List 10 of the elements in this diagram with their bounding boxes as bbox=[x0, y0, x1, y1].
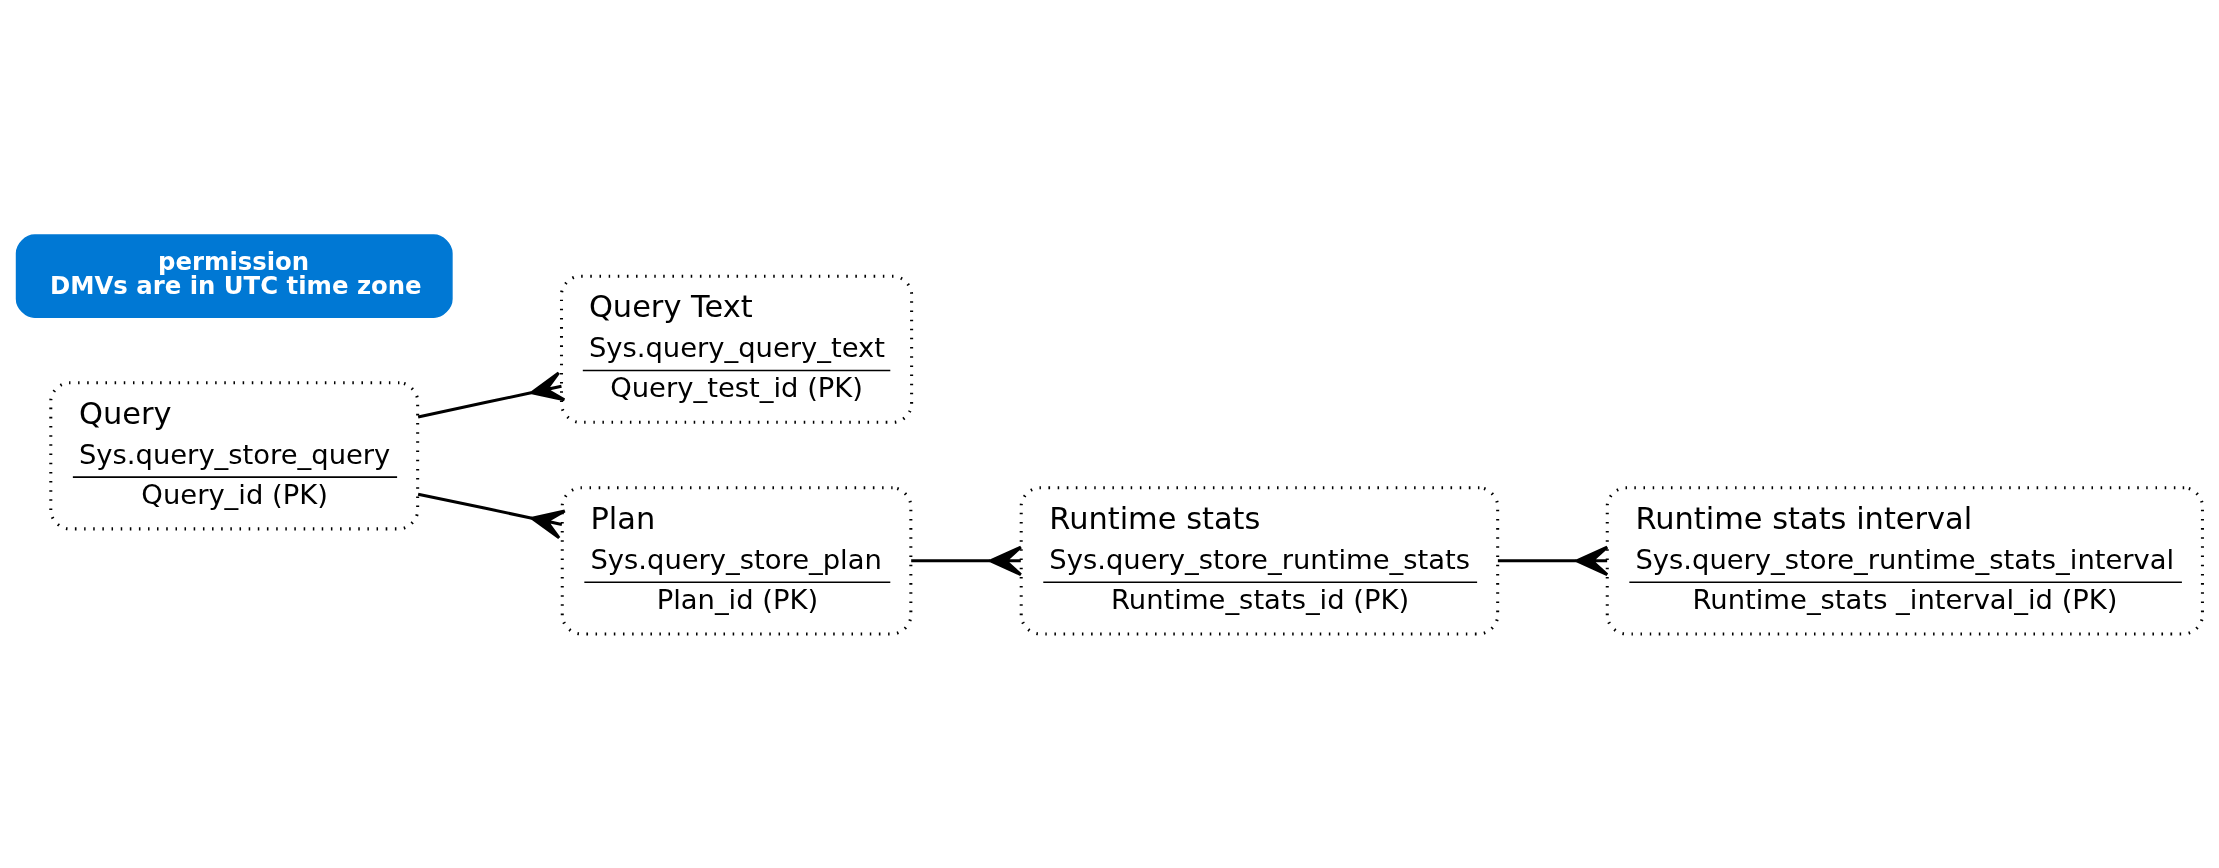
node-box: Plan Sys.query_store_plan Plan_id (PK) bbox=[560, 485, 913, 635]
node-box: Query Text Sys.query_query_text Query_test_id (PK) bbox=[560, 274, 914, 424]
node-box: Runtime stats interval Sys.query_store_runtime_stats_interval Runtime_stats _interval_id (PK) bbox=[1605, 485, 2204, 635]
node-box: Query Sys.query_store_query Query_id (PK) bbox=[49, 380, 420, 530]
connector bbox=[417, 370, 566, 418]
connector bbox=[417, 492, 567, 539]
connector bbox=[1497, 545, 1609, 576]
connector bbox=[911, 545, 1023, 576]
node-box: Runtime stats Sys.query_store_runtime_stats Runtime_stats_id (PK) bbox=[1019, 485, 1500, 635]
node-box: permission DMVs are in UTC time zone bbox=[15, 233, 453, 318]
